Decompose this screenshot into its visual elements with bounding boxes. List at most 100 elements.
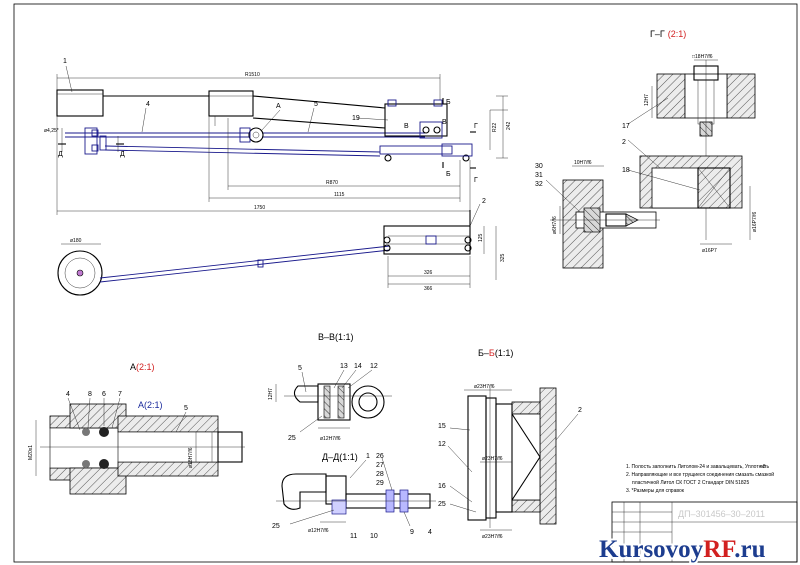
section-gg-drawing	[545, 59, 756, 269]
main-section-g1: Г	[474, 123, 478, 130]
dim-1115: 1115	[334, 192, 345, 198]
dim-d180: ø180	[70, 238, 82, 244]
plan-view	[57, 203, 497, 296]
gg-dim-10h7: 10H7/f6	[574, 160, 592, 166]
note-2: 2. Направляющие и все трущиеся соединени…	[626, 471, 774, 478]
main-pos-1: 1	[63, 58, 67, 65]
main-section-a: А	[276, 103, 281, 110]
vv-pos-25: 25	[288, 435, 296, 442]
a-title-main: А	[130, 362, 136, 372]
a-dim-m20: M20x1	[28, 445, 34, 460]
dd-title: Д–Д(1:1)	[322, 452, 358, 462]
gg-pos-31: 31	[535, 172, 543, 179]
bb-pos-12: 12	[438, 441, 446, 448]
main-section-v1: В	[404, 123, 409, 130]
main-pos-4: 4	[146, 101, 150, 108]
a-pos-8: 8	[88, 391, 92, 398]
dd-pos-4: 4	[428, 529, 432, 536]
gg-pos-2: 2	[622, 139, 626, 146]
vv-title: В–В(1:1)	[318, 332, 354, 342]
gg-title-main: Г–Г	[650, 29, 665, 39]
bb-pos-15: 15	[438, 423, 446, 430]
gg-dim-12h7: 12H7	[644, 94, 650, 106]
a-pos-7: 7	[118, 391, 122, 398]
dd-pos-29: 29	[376, 480, 384, 487]
gg-dim-18h7: □18H7/f6	[692, 54, 713, 60]
gg-pos-30: 30	[535, 163, 543, 170]
bb-title-b: Б	[489, 348, 495, 358]
main-pos-19: 19	[352, 115, 360, 122]
a-title: А(2:1)	[130, 362, 155, 372]
note-2-cont: пластичной Литол СК ГОСТ 2 Стандарт DIN …	[632, 479, 749, 486]
vv-pos-13: 13	[340, 363, 348, 370]
bb-title-main: Б–	[478, 348, 489, 358]
gg-dim-16p7f6: ø16P7/f6	[752, 211, 758, 232]
dd-pos-9: 9	[410, 529, 414, 536]
vv-pos-14: 14	[354, 363, 362, 370]
svg-text:KursovoyRF.ru: KursovoyRF.ru	[599, 536, 766, 563]
dd-pos-28: 28	[376, 471, 384, 478]
a-pos-5: 5	[184, 405, 188, 412]
vv-pos-5: 5	[298, 365, 302, 372]
main-pos-5: 5	[314, 101, 318, 108]
gg-dim-6h7: ø6H7/f6	[552, 216, 558, 234]
a-title-scale: (2:1)	[136, 362, 155, 372]
dd-pos-10: 10	[370, 533, 378, 540]
main-section-v2: В	[442, 119, 447, 126]
gg-pos-18: 18	[622, 167, 630, 174]
sheet-frame	[13, 3, 798, 563]
a-inner-title-main: А	[138, 400, 144, 410]
section-bb-drawing	[447, 387, 579, 531]
main-section-d1: Д	[58, 151, 63, 158]
dim-125: 125	[478, 233, 484, 242]
dim-326: 326	[424, 270, 433, 276]
gg-title-scale: (2:1)	[668, 29, 687, 39]
main-section-b1: Б	[446, 99, 451, 106]
vv-dim-12h7f6: ø12H7/f6	[320, 436, 341, 442]
stamp-code: ДП–301456–30–2011	[678, 509, 765, 519]
gg-pos-17: 17	[622, 123, 630, 130]
a-dim-18h7: ø18H7/f6	[188, 447, 194, 468]
gg-dim-16p7: ø16P7	[702, 248, 717, 254]
dim-366: 366	[424, 286, 433, 292]
note-1-value: ≈3	[760, 464, 766, 470]
dim-325: 325	[500, 253, 506, 262]
dd-dim-12h7: ø12H7/f6	[308, 528, 329, 534]
main-assembly-view	[56, 65, 508, 215]
dim-r870: R870	[326, 180, 338, 186]
a-pos-4: 4	[66, 391, 70, 398]
dim-d425: ø4,25*	[44, 128, 59, 134]
bb-title: Б–Б(1:1)	[478, 348, 513, 358]
main-section-g2: Г	[474, 177, 478, 184]
bb-pos-2: 2	[578, 407, 582, 414]
main-section-b2: Б	[446, 171, 451, 178]
dd-pos-25: 25	[272, 523, 280, 530]
dd-pos-1: 1	[366, 453, 370, 460]
bb-title-scale: (1:1)	[495, 348, 514, 358]
gg-pos-32: 32	[535, 181, 543, 188]
a-inner-title: А(2:1)	[138, 400, 163, 410]
note-1: 1. Полость заполнить Литолом-24 и заваль…	[626, 464, 769, 470]
svg-text:KursovoyRF.ru: KursovoyRF.ru	[599, 536, 766, 563]
bb-dim-23-bot: ø23H7/f6	[482, 534, 503, 540]
bb-dim-23-mid: ø23H7/f6	[482, 456, 503, 462]
dd-pos-11: 11	[350, 533, 357, 540]
section-dd-drawing	[276, 457, 436, 527]
dim-1750: 1750	[254, 205, 265, 211]
note-3: 3. *Размеры для справок	[626, 488, 685, 494]
plan-pos-2: 2	[482, 198, 486, 205]
bb-dim-23-top: ø23H7/f6	[474, 384, 495, 390]
bb-pos-25: 25	[438, 501, 446, 508]
a-inner-title-scale: (2:1)	[144, 400, 163, 410]
vv-dim-12h7: 12H7	[268, 388, 274, 400]
vv-pos-12: 12	[370, 363, 378, 370]
dd-pos-26: 26	[376, 453, 384, 460]
gg-title: Г–Г(2:1)	[650, 29, 686, 39]
section-vv-drawing	[275, 369, 392, 433]
dd-pos-27: 27	[376, 462, 384, 469]
title-block	[611, 501, 798, 563]
dim-r1510: R1510	[245, 72, 260, 78]
dim-242: 242	[506, 121, 512, 130]
dim-r22: R22	[492, 123, 498, 132]
